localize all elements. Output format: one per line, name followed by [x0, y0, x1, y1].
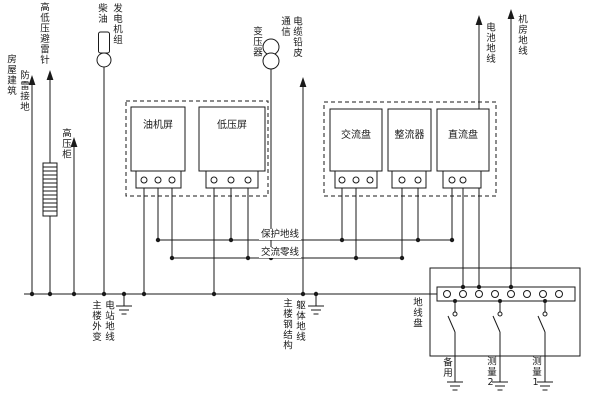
- label-building: 房屋建筑: [5, 54, 16, 96]
- label-lightning-ground: 防雷接地: [18, 70, 29, 112]
- earth-panel-box: [429, 267, 581, 357]
- label-transformer: 变压器: [251, 26, 262, 58]
- up-arrow-icon: [299, 77, 307, 87]
- up-arrow-icon: [46, 70, 54, 80]
- label-arrester: 高低压避雷针: [38, 2, 49, 65]
- label-comm-cable: 电缆铅皮: [291, 16, 302, 58]
- riser-lines: [28, 9, 515, 294]
- ground-symbols: [116, 294, 553, 391]
- label-measure-1: 测量1: [530, 356, 541, 389]
- generator-symbol: [96, 31, 112, 294]
- label-panel-oil: 油机屏: [143, 120, 173, 131]
- label-room-earth: 机房地线: [516, 14, 527, 56]
- label-rectifier: 整流器: [394, 130, 425, 141]
- transformer-symbol: [262, 38, 280, 258]
- up-arrow-icon: [475, 15, 483, 25]
- terminal-strips: [135, 170, 482, 189]
- label-battery-earth: 电池地线: [484, 22, 495, 64]
- panel-drop-wires: [143, 188, 464, 294]
- bus-lines: [24, 239, 452, 295]
- label-diesel-generator: 发电机组: [111, 3, 122, 45]
- label-earth-panel: 地线盘: [411, 297, 422, 329]
- label-diesel-generator: 柴油: [96, 3, 107, 24]
- arrester-symbol: [42, 162, 58, 217]
- label-protective-earth: 保护地线: [259, 229, 302, 240]
- label-measure-2: 测量2: [485, 356, 496, 389]
- label-station-earth: 电站地线: [103, 300, 114, 342]
- equipment-panels: [130, 106, 490, 172]
- label-comm-cable: 通信: [279, 16, 290, 37]
- label-hv-cabinet: 高压柜: [60, 128, 71, 160]
- label-panel-ac: 交流盘: [341, 130, 371, 141]
- label-steel-structure: 主楼钢结构: [281, 298, 292, 351]
- label-spare: 备用: [441, 357, 452, 378]
- label-steel-structure: 躯体地线: [294, 300, 305, 342]
- up-arrow-icon: [507, 9, 515, 19]
- switch-symbols: [447, 301, 548, 382]
- label-station-earth: 主楼外变: [90, 300, 101, 342]
- up-arrow-icon: [28, 75, 36, 85]
- dashed-group-boxes: [125, 100, 497, 197]
- label-panel-dc: 直流盘: [448, 130, 478, 141]
- label-panel-lv: 低压屏: [217, 120, 247, 131]
- up-arrow-icon: [70, 137, 78, 147]
- label-ac-neutral: 交流零线: [259, 247, 302, 258]
